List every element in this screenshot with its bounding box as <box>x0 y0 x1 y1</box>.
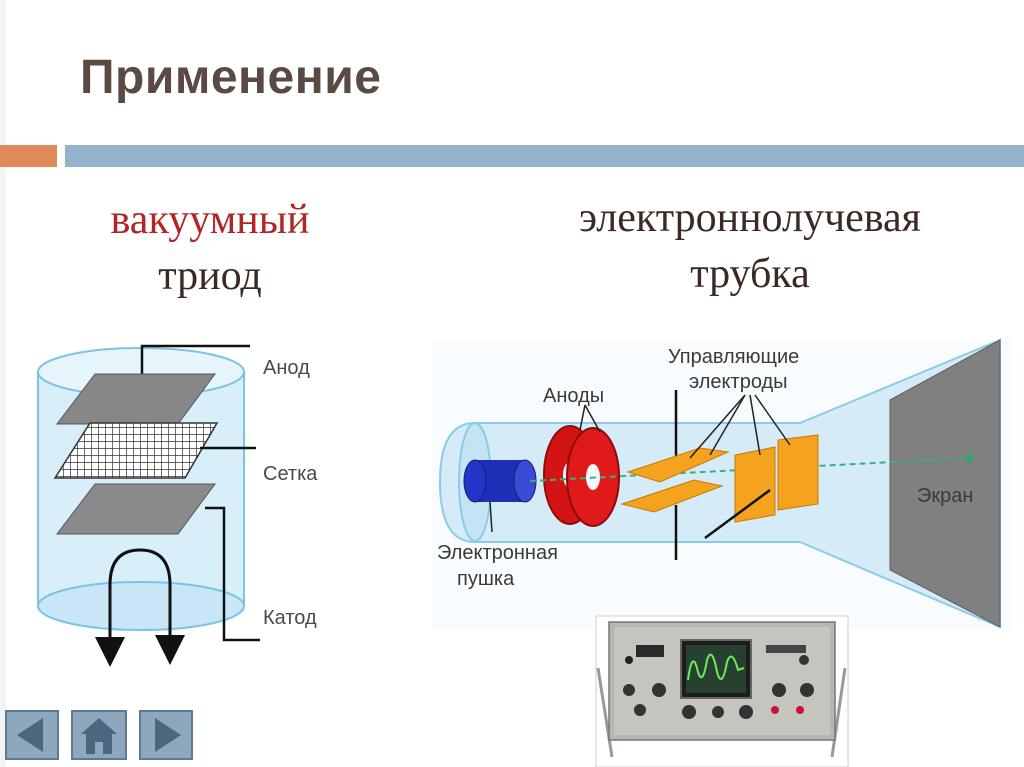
triode-glass-bottom <box>37 581 245 631</box>
accent-bar-blue <box>65 145 1024 167</box>
nav-home-button[interactable] <box>71 710 127 760</box>
deflection-plate-left <box>734 446 776 523</box>
accent-bar-orange <box>0 145 57 167</box>
label-grid: Сетка <box>263 463 318 485</box>
arrow-left-icon <box>17 718 43 752</box>
label-gun-line2: пушка <box>457 568 515 590</box>
deflection-plate-top <box>626 447 730 483</box>
oscilloscope-image <box>595 615 849 767</box>
electron-gun <box>463 459 537 503</box>
triode-caption: вакуумный триод <box>60 192 360 304</box>
label-screen: Экран <box>917 485 973 507</box>
triode-caption-line2: триод <box>158 253 262 299</box>
home-icon <box>81 718 117 754</box>
nav-forward-button[interactable] <box>139 710 193 760</box>
label-anodes: Аноды <box>543 385 604 407</box>
cathode-plate <box>55 483 216 535</box>
deflection-plate-right <box>777 434 819 511</box>
crt-diagram: Аноды Управляющие электроды Экран Электр… <box>432 338 1012 630</box>
triode-diagram: Анод Сетка Катод <box>37 344 318 667</box>
grid-mesh <box>53 422 219 479</box>
anodes-rings <box>543 425 620 527</box>
label-control-line1: Управляющие <box>668 346 799 368</box>
deflection-plate-bottom <box>620 479 724 513</box>
slide-title: Применение <box>80 51 382 104</box>
filament <box>108 548 185 665</box>
crt-caption-line2: трубка <box>690 251 810 297</box>
label-gun-line1: Электронная <box>437 542 558 564</box>
slide-edge <box>0 0 6 767</box>
crt-glass-tube <box>438 338 1001 629</box>
nav-back-button[interactable] <box>5 710 59 760</box>
label-control-line2: электроды <box>689 371 788 393</box>
crt-caption-line1: электроннолучевая <box>579 195 921 241</box>
triode-caption-line1: вакуумный <box>110 197 310 243</box>
label-cathode: Катод <box>263 607 317 629</box>
label-anode: Анод <box>263 357 310 379</box>
crt-caption: электроннолучевая трубка <box>490 190 1010 302</box>
crt-screen <box>889 339 1001 628</box>
arrow-right-icon <box>155 718 181 752</box>
